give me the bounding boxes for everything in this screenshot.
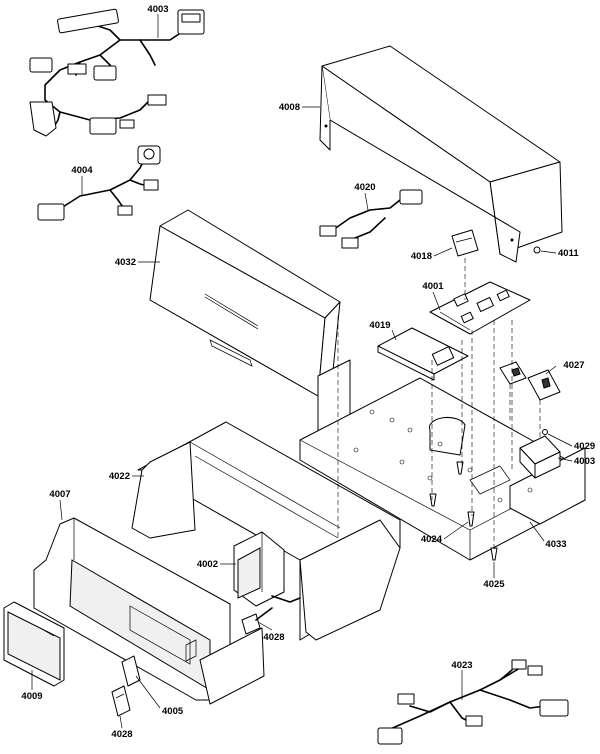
- base-chassis: [299, 359, 586, 561]
- wiring-harness-4004: [37, 145, 161, 221]
- callout-4007: 4007: [49, 489, 70, 500]
- callout-4003-right: 4003: [574, 456, 595, 467]
- board-4019: [377, 327, 469, 381]
- callout-4001: 4001: [422, 281, 444, 292]
- callout-4025: 4025: [483, 579, 505, 590]
- callout-4028-mid: 4028: [263, 632, 284, 643]
- callout-4028-bottom: 4028: [111, 729, 132, 740]
- top-cover-4008: [319, 45, 563, 263]
- callout-4024: 4024: [421, 534, 443, 545]
- panel-4009: [3, 601, 65, 687]
- callout-4033: 4033: [545, 539, 566, 550]
- callout-4020: 4020: [354, 182, 375, 193]
- callout-4004: 4004: [71, 165, 93, 176]
- callout-4029: 4029: [574, 441, 595, 452]
- switch-4005: [121, 655, 141, 687]
- callout-4019: 4019: [369, 320, 390, 331]
- wiring-harness-4020: [319, 189, 423, 249]
- callout-4022: 4022: [109, 471, 130, 482]
- callout-4003-top: 4003: [147, 4, 168, 15]
- sensor-4027: [499, 361, 561, 401]
- callout-4009: 4009: [21, 691, 42, 702]
- callout-4005: 4005: [162, 706, 184, 717]
- callout-leaders: [31, 14, 573, 729]
- front-upper-panel-4032: [149, 209, 341, 397]
- callout-4027: 4027: [563, 360, 584, 371]
- wiring-harness-4023: [377, 659, 569, 745]
- screw-4025: [490, 547, 498, 561]
- callout-labels: 4003 4008 4004 4020 4032 4018 4011 4001 …: [21, 4, 595, 740]
- main-board-4001: [429, 281, 531, 335]
- connector-4028-mid: [241, 595, 301, 635]
- wiring-harness-4003: [29, 8, 205, 137]
- display-module-4002: [233, 531, 285, 607]
- callout-4008: 4008: [279, 102, 300, 113]
- screw-4011: [533, 246, 541, 254]
- callout-4032: 4032: [115, 257, 136, 268]
- clamp-4003-right: [519, 429, 561, 479]
- small-board-4018: [451, 229, 479, 257]
- front-panel-4007: [33, 517, 265, 705]
- assembly-guide-lines: [337, 258, 541, 550]
- callout-4002: 4002: [197, 559, 218, 570]
- front-frame-4022: [131, 421, 401, 641]
- callout-4023: 4023: [451, 660, 472, 671]
- callout-4011: 4011: [558, 248, 579, 259]
- switch-4028-bottom: [111, 685, 131, 717]
- screws-4024: [429, 461, 475, 527]
- callout-4018: 4018: [411, 251, 432, 262]
